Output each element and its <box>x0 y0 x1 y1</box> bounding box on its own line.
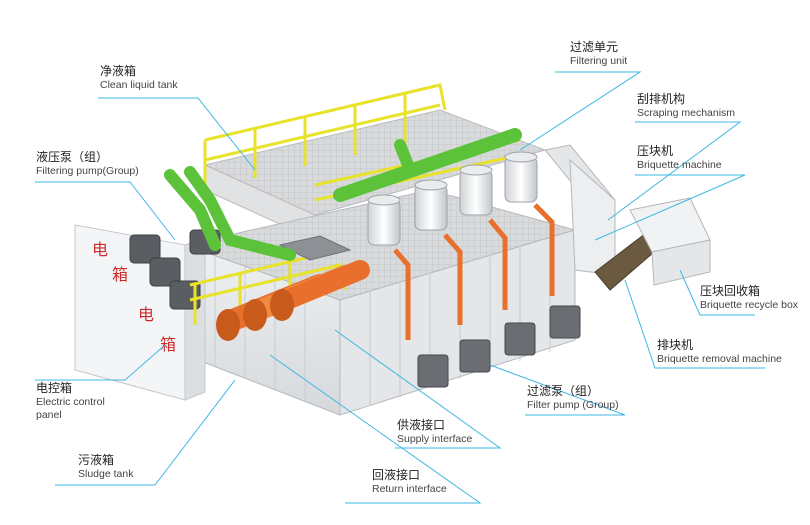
label-en: Clean liquid tank <box>100 79 178 91</box>
label-zh: 排块机 <box>657 338 694 352</box>
label-zh: 电控箱 <box>36 381 73 395</box>
label-briquette-machine: 压块机 Briquette machine <box>637 144 722 172</box>
label-en: Briquette machine <box>637 159 722 171</box>
label-zh: 过滤泵（组） <box>527 384 600 398</box>
green-pipe <box>164 128 522 261</box>
label-return-interface: 回液接口 Return interface <box>372 468 447 496</box>
label-en: Filtering unit <box>570 55 628 67</box>
label-supply-interface: 供液接口 Supply interface <box>397 418 472 446</box>
label-en: Briquette removal machine <box>657 353 782 365</box>
label-en: Filter pump (Group) <box>527 399 619 411</box>
label-briquette-recycle-box: 压块回收箱 Briquette recycle box <box>700 284 798 312</box>
grating-walkway <box>278 235 352 261</box>
label-filtering-pump: 液压泵（组） Filtering pump(Group) <box>36 150 139 178</box>
label-en: Electric control <box>36 396 105 408</box>
label-filtering-unit: 过滤单元 Filtering unit <box>570 40 627 68</box>
label-en: Filtering pump(Group) <box>36 165 139 177</box>
label-briquette-removal-machine: 排块机 Briquette removal machine <box>657 338 782 366</box>
label-en: Sludge tank <box>78 468 134 480</box>
label-zh: 压块回收箱 <box>700 284 761 298</box>
label-zh: 供液接口 <box>397 418 446 432</box>
label-sludge-tank: 污液箱 Sludge tank <box>78 453 133 481</box>
label-en-line2: panel <box>36 409 62 422</box>
panel-text-4: 箱 <box>160 335 176 354</box>
briquette-recycle-box <box>629 197 711 286</box>
label-electric-control-panel: 电控箱 Electric control panel <box>36 381 105 422</box>
orange-supply-pipes <box>393 203 555 340</box>
panel-text-3: 电 <box>138 305 154 324</box>
filtering-pump-group <box>129 229 221 310</box>
clean-liquid-tank <box>203 109 547 241</box>
filter-unit-1 <box>367 194 401 246</box>
label-scraping-mechanism: 刮排机构 Scraping mechanism <box>637 92 735 120</box>
filter-unit-4 <box>504 151 538 203</box>
label-zh: 液压泵（组） <box>36 150 109 164</box>
panel-text-1: 电 <box>92 240 108 259</box>
filter-pump-group <box>417 305 581 388</box>
label-zh: 回液接口 <box>372 468 421 482</box>
label-en: Return interface <box>372 483 447 495</box>
panel-text-2: 箱 <box>112 265 128 284</box>
return-pipes <box>216 260 370 341</box>
filter-unit-2 <box>414 179 448 231</box>
briquette-machine <box>544 144 616 276</box>
label-zh: 压块机 <box>637 144 674 158</box>
label-clean-liquid-tank: 净液箱 Clean liquid tank <box>100 64 178 92</box>
leader-lines <box>35 71 765 504</box>
label-en: Supply interface <box>397 433 473 445</box>
label-zh: 过滤单元 <box>570 40 619 54</box>
label-zh: 净液箱 <box>100 64 137 78</box>
filtering-units <box>367 151 538 246</box>
label-en: Scraping mechanism <box>637 107 736 119</box>
label-filter-pump-group: 过滤泵（组） Filter pump (Group) <box>527 384 619 412</box>
label-zh: 污液箱 <box>78 453 115 467</box>
label-en: Briquette recycle box <box>700 299 799 311</box>
filter-unit-3 <box>459 164 493 216</box>
label-zh: 刮排机构 <box>637 92 686 106</box>
